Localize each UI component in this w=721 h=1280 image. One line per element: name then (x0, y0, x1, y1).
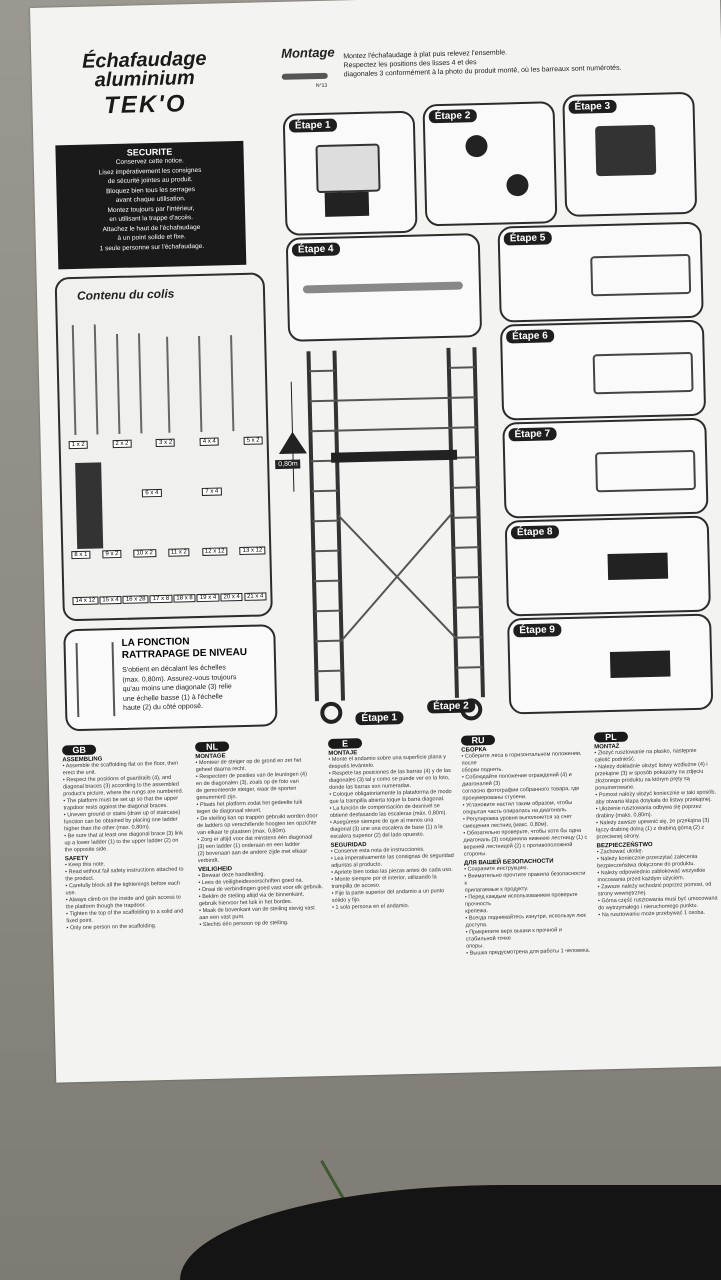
language-code: PL (593, 731, 629, 743)
contents-row2: 6 x 4 7 x 4 (122, 487, 242, 498)
montage-text: Montez l'échafaudage à plat puis relevez… (343, 46, 621, 80)
step6-label: Étape 6 (506, 329, 554, 344)
language-code: E (327, 738, 363, 749)
fonction-box: LA FONCTION RATTRAPAGE DE NIVEAU S'obtie… (63, 624, 278, 732)
block-illustration (324, 191, 370, 217)
fonction-heading1: LA FONCTION (121, 636, 190, 649)
step9-label: Étape 9 (513, 623, 562, 638)
fonction-line: haute (2) du côté opposé. (123, 702, 203, 712)
step4-box: Étape 4 (285, 233, 483, 342)
wheel-illustration-2 (506, 173, 529, 197)
wrench-size: N°13 (315, 82, 328, 90)
scaffold-step1-label: Étape 1 (355, 711, 404, 726)
part-label: 2 x 2 (112, 439, 132, 449)
contents-row1: 1 x 2 2 x 2 3 x 2 4 x 4 5 x 2 (68, 436, 263, 450)
montage-header: Montage N°13 Montez l'échafaudage à plat… (281, 35, 711, 89)
fonction-heading2: RATTRAPAGE DE NIVEAU (121, 646, 248, 661)
step1-label: Étape 1 (288, 118, 337, 133)
part-label: 13 x 12 (239, 546, 266, 556)
step7-box: Étape 7 (502, 417, 709, 519)
ladder-part-1 (71, 324, 99, 436)
part-label: 12 x 12 (201, 547, 228, 556)
language-code: GB (62, 744, 97, 756)
security-text: Conservez cette notice.Lisez impérativem… (56, 155, 246, 255)
part-label: 21 x 4 (243, 592, 267, 601)
step2-box: Étape 2 (422, 101, 558, 227)
language-code: NL (194, 741, 230, 753)
step8-label: Étape 8 (510, 525, 559, 540)
step4-label: Étape 4 (291, 242, 340, 257)
step2-label: Étape 2 (428, 109, 477, 124)
tube-illustration (302, 281, 464, 294)
bracket-illustration (315, 143, 381, 194)
step3-label: Étape 3 (568, 99, 617, 114)
platform-illustration-9 (609, 650, 671, 679)
part-label: 10 x 2 (133, 549, 156, 558)
step8-box: Étape 8 (504, 515, 711, 617)
brand-name: TEK'O (103, 90, 187, 120)
scaffold-step2-label: Étape 2 (427, 699, 475, 714)
part-label: 4 x 4 (199, 437, 219, 446)
step5-box: Étape 5 (497, 221, 704, 323)
part-label: 11 x 2 (167, 548, 190, 557)
contents-heading: Contenu du colis (76, 286, 175, 303)
contents-box: Contenu du colis 1 x 2 2 x 2 3 x 2 4 x 4 5 x… (54, 272, 273, 622)
part-label: 20 x 4 (220, 592, 243, 602)
security-box: SECURITE Conservez cette notice.Lisez im… (55, 140, 247, 270)
part-label: 3 x 2 (156, 438, 176, 448)
platform-illustration (607, 552, 669, 581)
step6-box: Étape 6 (499, 319, 707, 421)
scaffold-illustration: 0,80m Étape 1 Étape 2 (268, 337, 507, 733)
rail-part-5 (230, 335, 235, 432)
step5-label: Étape 5 (503, 231, 552, 246)
ladder-illustration-7 (595, 449, 696, 493)
instruction-sheet: Échafaudage aluminium TEK'O SECURITE Con… (30, 0, 721, 1083)
part-label: 16 x 28 (122, 595, 149, 604)
step1-box: Étape 1 (282, 110, 418, 236)
wrench-icon (281, 72, 328, 80)
part-label: 5 x 2 (243, 436, 263, 445)
part-label: 14 x 12 (72, 596, 99, 606)
platform-part (75, 462, 104, 550)
scaffold-drawing (278, 347, 485, 724)
language-code: RU (460, 734, 496, 746)
part-label: 9 x 2 (102, 549, 122, 559)
title-block: Échafaudage aluminium TEK'O (59, 47, 231, 121)
mini-scaffold-icon (75, 642, 116, 718)
part-label: 18 x 8 (173, 594, 196, 603)
part-label: 1 x 2 (68, 440, 88, 450)
fonction-text: S'obtient en décalant les échelles(max. … (122, 663, 237, 713)
part-label: 7 x 4 (202, 487, 222, 496)
step3-box: Étape 3 (562, 91, 698, 217)
language-line: верхней лестницей (2) с противоположной … (463, 841, 573, 858)
ladder-illustration-6 (592, 351, 694, 395)
rail-part-3 (166, 336, 171, 433)
wheel-illustration (465, 134, 488, 158)
part-label: 15 x 4 (99, 595, 122, 605)
step7-label: Étape 7 (508, 427, 557, 442)
clamp-illustration (595, 124, 657, 177)
step9-box: Étape 9 (507, 613, 714, 715)
part-label: 6 x 4 (142, 488, 162, 498)
ladder-part-2 (115, 333, 143, 434)
part-label: 19 x 4 (196, 593, 220, 603)
part-label: 17 x 8 (149, 594, 173, 604)
part-label: 8 x 1 (71, 550, 91, 560)
height-badge: 0,80m (275, 459, 301, 470)
ladder-illustration (590, 253, 692, 297)
rail-part-4 (198, 335, 203, 432)
